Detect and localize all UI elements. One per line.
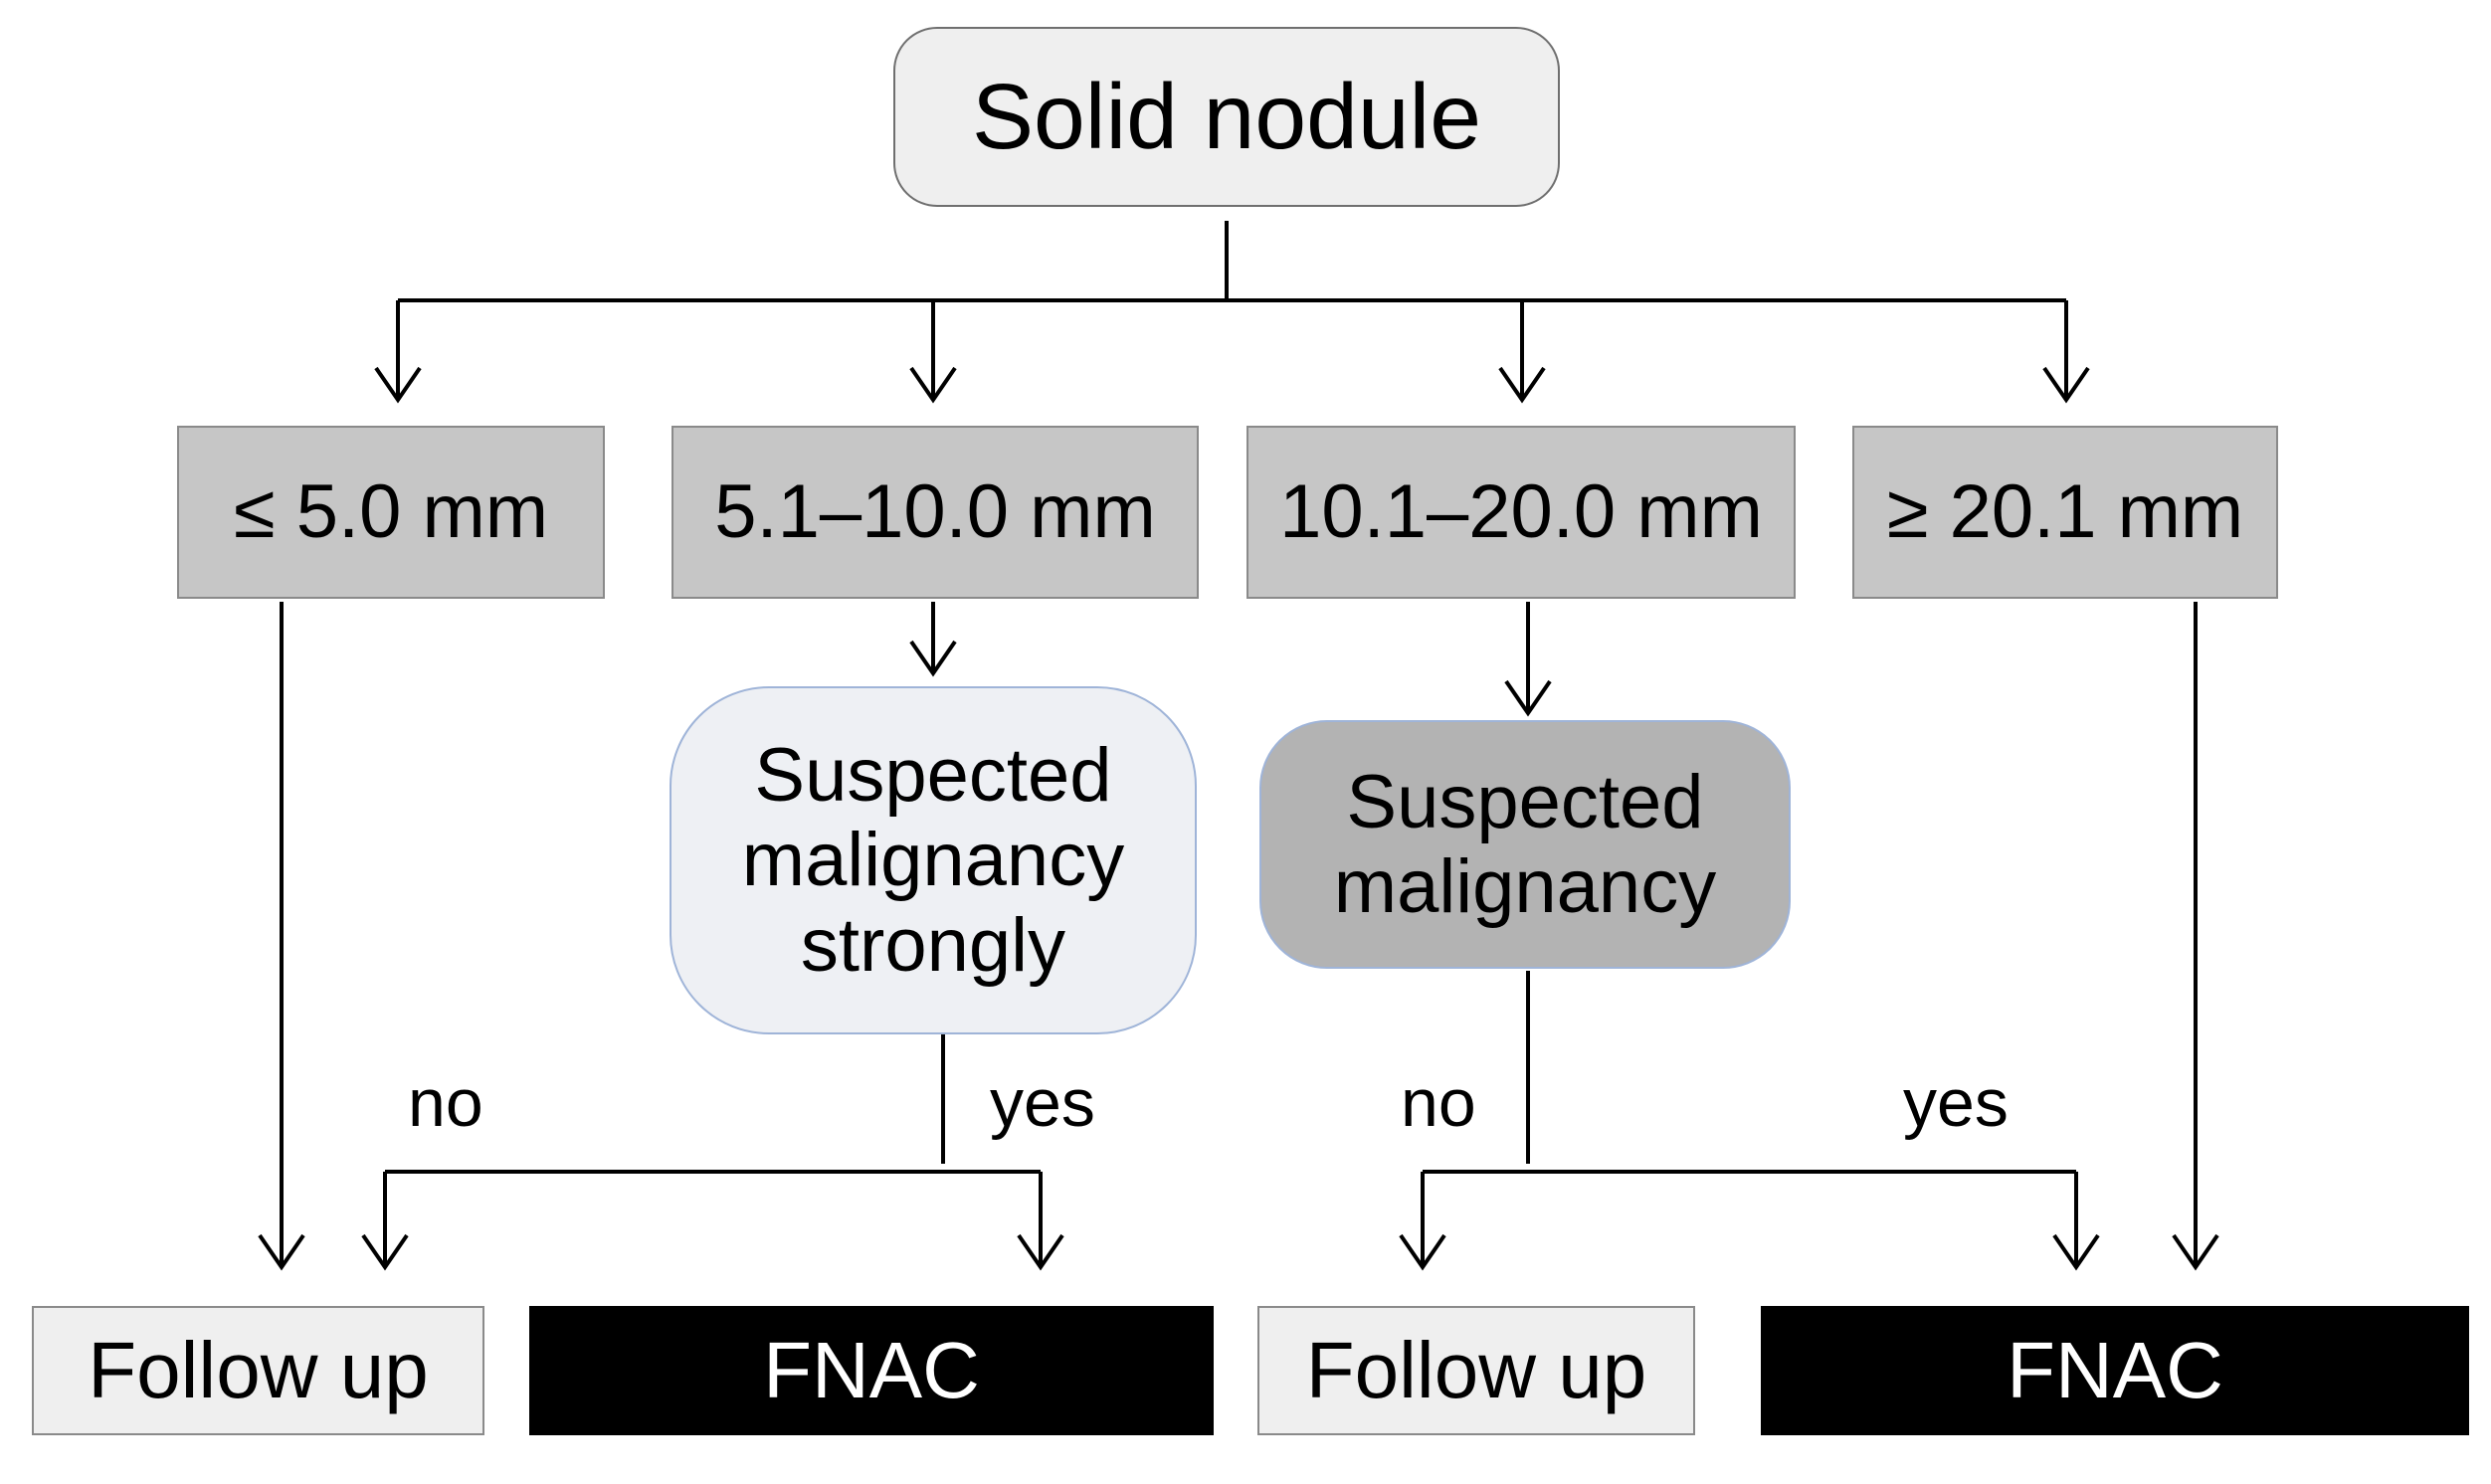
size-node-5-10mm: 5.1–10.0 mm: [671, 426, 1199, 599]
decision-line: Suspected: [1346, 759, 1704, 844]
decision-line: Suspected: [754, 733, 1112, 819]
branch-label-yes: yes: [1903, 1065, 2009, 1141]
arrowhead-fnac2-yes: [2052, 1233, 2100, 1271]
branch-label-no: no: [408, 1065, 483, 1141]
outcome-label: FNAC: [763, 1326, 980, 1415]
outcome-follow-up: Follow up: [1257, 1306, 1695, 1435]
arrowhead-followup1-no: [361, 1233, 409, 1271]
decision-node-suspected-malignancy: Suspected malignancy: [1259, 720, 1791, 969]
arrowhead-size2: [909, 366, 957, 404]
outcome-fnac: FNAC: [1761, 1306, 2469, 1435]
size-node-le-5mm: ≤ 5.0 mm: [177, 426, 605, 599]
size-node-label: 10.1–20.0 mm: [1279, 469, 1763, 555]
arrowhead-size3: [1498, 366, 1546, 404]
root-node-label: Solid nodule: [972, 65, 1481, 169]
decision-line: strongly: [800, 902, 1066, 988]
arrowhead-size1: [374, 366, 422, 404]
arrowhead-decision2: [1504, 679, 1552, 717]
decision-node-suspected-malignancy-strongly: Suspected malignancy strongly: [670, 686, 1197, 1034]
outcome-label: FNAC: [2007, 1326, 2223, 1415]
decision-line: malignancy: [741, 818, 1125, 903]
branch-label-yes: yes: [990, 1065, 1095, 1141]
size-node-ge-20mm: ≥ 20.1 mm: [1852, 426, 2278, 599]
outcome-label: Follow up: [1305, 1326, 1647, 1415]
arrowhead-fnac1-yes: [1017, 1233, 1064, 1271]
outcome-follow-up: Follow up: [32, 1306, 484, 1435]
arrowhead-followup1-direct: [258, 1233, 305, 1271]
arrowhead-size4: [2042, 366, 2090, 404]
decision-line: malignancy: [1333, 844, 1717, 929]
root-node-solid-nodule: Solid nodule: [893, 27, 1560, 207]
size-node-label: ≤ 5.0 mm: [233, 469, 549, 555]
outcome-fnac: FNAC: [529, 1306, 1214, 1435]
arrowhead-fnac2-direct: [2172, 1233, 2219, 1271]
size-node-label: ≥ 20.1 mm: [1886, 469, 2244, 555]
size-node-label: 5.1–10.0 mm: [714, 469, 1156, 555]
size-node-10-20mm: 10.1–20.0 mm: [1246, 426, 1796, 599]
branch-label-no: no: [1401, 1065, 1476, 1141]
arrowhead-followup2-no: [1399, 1233, 1446, 1271]
arrowhead-decision1: [909, 640, 957, 677]
outcome-label: Follow up: [88, 1326, 429, 1415]
